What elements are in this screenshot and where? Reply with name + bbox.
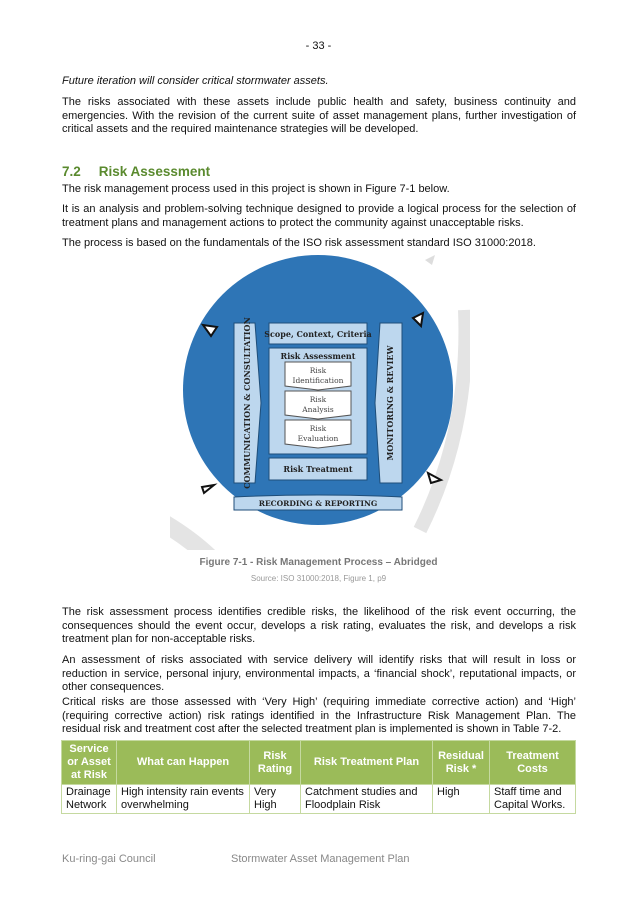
- column-header: Risk Treatment Plan: [300, 740, 433, 785]
- section-heading: 7.2 Risk Assessment: [62, 164, 228, 179]
- column-header: Residual Risk *: [432, 740, 490, 785]
- table-cell: Staff time and Capital Works.: [489, 784, 576, 814]
- table-header-row: Service or Asset at Risk What can Happen…: [61, 740, 576, 785]
- paragraph: The risk assessment process identifies c…: [62, 606, 576, 645]
- table-cell: Very High: [249, 784, 301, 814]
- paragraph: An assessment of risks associated with s…: [62, 654, 576, 693]
- section-title: Risk Assessment: [98, 164, 211, 179]
- svg-text:Evaluation: Evaluation: [298, 434, 339, 443]
- risk-process-diagram: COMMUNICATION & CONSULTATION MONITORING …: [170, 255, 470, 550]
- recording-label: RECORDING & REPORTING: [259, 499, 378, 508]
- monitoring-label: MONITORING & REVIEW: [385, 345, 395, 461]
- intro-text: Future iteration will consider critical …: [62, 75, 329, 87]
- communication-label: COMMUNICATION & CONSULTATION: [242, 317, 252, 489]
- table-cell: Catchment studies and Floodplain Risk: [300, 784, 433, 814]
- table-cell: High intensity rain events overwhelming: [116, 784, 250, 814]
- arrow-icon: [200, 483, 218, 495]
- treatment-label: Risk Treatment: [283, 464, 352, 474]
- column-header: Service or Asset at Risk: [61, 740, 117, 785]
- paragraph: It is an analysis and problem-solving te…: [62, 203, 576, 229]
- paragraph: Critical risks are those assessed with ‘…: [62, 696, 576, 735]
- column-header: Treatment Costs: [489, 740, 576, 785]
- column-header: Risk Rating: [249, 740, 301, 785]
- step-identification: Risk Identification: [284, 361, 352, 391]
- svg-text:Risk: Risk: [310, 366, 327, 375]
- step-evaluation: Risk Evaluation: [284, 419, 352, 449]
- section-number: 7.2: [62, 164, 81, 179]
- footer-left: Ku-ring-gai Council: [62, 853, 156, 865]
- arrow-icon: [200, 323, 219, 338]
- paragraph: The risk management process used in this…: [62, 183, 450, 195]
- svg-text:Identification: Identification: [293, 376, 344, 385]
- figure-caption: Figure 7-1 - Risk Management Process – A…: [199, 557, 438, 568]
- step-analysis: Risk Analysis: [284, 390, 352, 420]
- arrow-icon: [411, 311, 425, 329]
- table-cell: Drainage Network: [61, 784, 117, 814]
- svg-text:Risk: Risk: [310, 424, 327, 433]
- footer-center: Stormwater Asset Management Plan: [231, 853, 410, 865]
- column-header: What can Happen: [116, 740, 250, 785]
- table-cell: High: [432, 784, 490, 814]
- arrow-icon: [426, 470, 444, 485]
- paragraph: The process is based on the fundamentals…: [62, 237, 536, 249]
- risk-table: Service or Asset at Risk What can Happen…: [61, 740, 576, 814]
- paragraph: The risks associated with these assets i…: [62, 96, 576, 135]
- scope-label: Scope, Context, Criteria: [264, 329, 371, 339]
- assessment-label: Risk Assessment: [281, 351, 356, 361]
- page-number: - 33 -: [305, 40, 332, 52]
- svg-text:Risk: Risk: [310, 395, 327, 404]
- figure-source: Source: ISO 31000:2018, Figure 1, p9: [250, 574, 387, 583]
- table-row: Drainage Network High intensity rain eve…: [61, 784, 576, 814]
- svg-text:Analysis: Analysis: [301, 405, 334, 414]
